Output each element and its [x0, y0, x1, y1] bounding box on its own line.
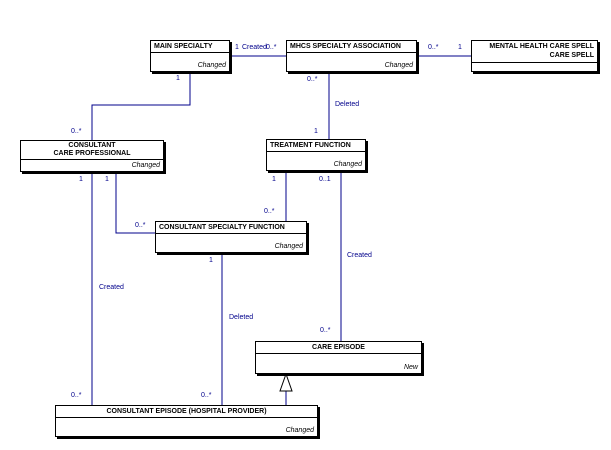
mult-mhcs-treatment-from: 0..*: [307, 76, 318, 83]
label-consultant-episode: Created: [99, 284, 124, 291]
entity-status: Changed: [285, 427, 314, 434]
entity-name: MAIN SPECIALTY: [151, 41, 229, 53]
entity-status: Changed: [384, 62, 413, 69]
entity-care-episode[interactable]: CARE EPISODE New: [255, 341, 422, 374]
entity-divider: [21, 159, 163, 160]
entity-treatment-function[interactable]: TREATMENT FUNCTION Changed: [266, 139, 366, 171]
mult-consultant-csf-to: 0..*: [135, 222, 146, 229]
mult-mhcs-treatment-to: 1: [314, 128, 318, 135]
mult-csf-episode-from: 1: [209, 257, 213, 264]
mult-treatment-csf-from: 1: [272, 176, 276, 183]
entity-divider: [472, 62, 597, 63]
mult-main-mhcs-to: 0..*: [266, 44, 277, 51]
entity-consultant[interactable]: CONSULTANT CARE PROFESSIONAL Changed: [20, 140, 164, 172]
mult-mhcs-mental-from: 0..*: [428, 44, 439, 51]
mult-consultant-csf-from: 1: [105, 176, 109, 183]
mult-consultant-episode-from: 1: [79, 176, 83, 183]
entity-status: Changed: [333, 161, 362, 168]
entity-name-block: MENTAL HEALTH CARE SPELL CARE SPELL: [472, 41, 597, 61]
entity-name: MHCS SPECIALTY ASSOCIATION: [287, 41, 416, 53]
entity-name-2: CARE PROFESSIONAL: [53, 150, 131, 157]
mult-main-consultant-to: 0..*: [71, 128, 82, 135]
entity-name-block: CONSULTANT CARE PROFESSIONAL: [21, 141, 163, 159]
entity-status: Changed: [131, 162, 160, 169]
entity-mhcs-specialty-association[interactable]: MHCS SPECIALTY ASSOCIATION Changed: [286, 40, 417, 72]
mult-main-mhcs-from: 1: [235, 44, 239, 51]
mult-treatment-care-from: 0..1: [319, 176, 331, 183]
mult-csf-episode-to: 0..*: [201, 392, 212, 399]
mult-main-consultant-from: 1: [176, 75, 180, 82]
mult-treatment-csf-to: 0..*: [264, 208, 275, 215]
entity-main-specialty[interactable]: MAIN SPECIALTY Changed: [150, 40, 230, 72]
entity-name: CONSULTANT: [68, 142, 116, 149]
entity-name: CARE EPISODE: [256, 342, 421, 354]
entity-name: CONSULTANT SPECIALTY FUNCTION: [156, 222, 306, 234]
label-csf-episode: Deleted: [229, 314, 254, 321]
label-mhcs-treatment: Deleted: [335, 101, 360, 108]
entity-status: Changed: [274, 243, 303, 250]
entity-consultant-specialty-function[interactable]: CONSULTANT SPECIALTY FUNCTION Changed: [155, 221, 307, 253]
entity-status: New: [403, 364, 418, 371]
relation-consultant-csf: [115, 172, 155, 234]
generalization-arrow: [279, 372, 293, 392]
label-main-mhcs: Created: [242, 44, 267, 51]
mult-consultant-episode-to: 0..*: [71, 392, 82, 399]
entity-name: TREATMENT FUNCTION: [267, 140, 365, 152]
entity-name: CONSULTANT EPISODE (HOSPITAL PROVIDER): [56, 406, 317, 418]
mult-mhcs-mental-to: 1: [458, 44, 462, 51]
entity-name-2: CARE SPELL: [549, 52, 594, 59]
relation-main-consultant: [91, 72, 191, 140]
entity-name: MENTAL HEALTH CARE SPELL: [489, 43, 594, 50]
mult-treatment-care-to: 0..*: [320, 327, 331, 334]
entity-consultant-episode[interactable]: CONSULTANT EPISODE (HOSPITAL PROVIDER) C…: [55, 405, 318, 437]
entity-status: Changed: [197, 62, 226, 69]
label-treatment-care: Created: [347, 252, 372, 259]
entity-mental-health-care-spell[interactable]: MENTAL HEALTH CARE SPELL CARE SPELL: [471, 40, 598, 72]
